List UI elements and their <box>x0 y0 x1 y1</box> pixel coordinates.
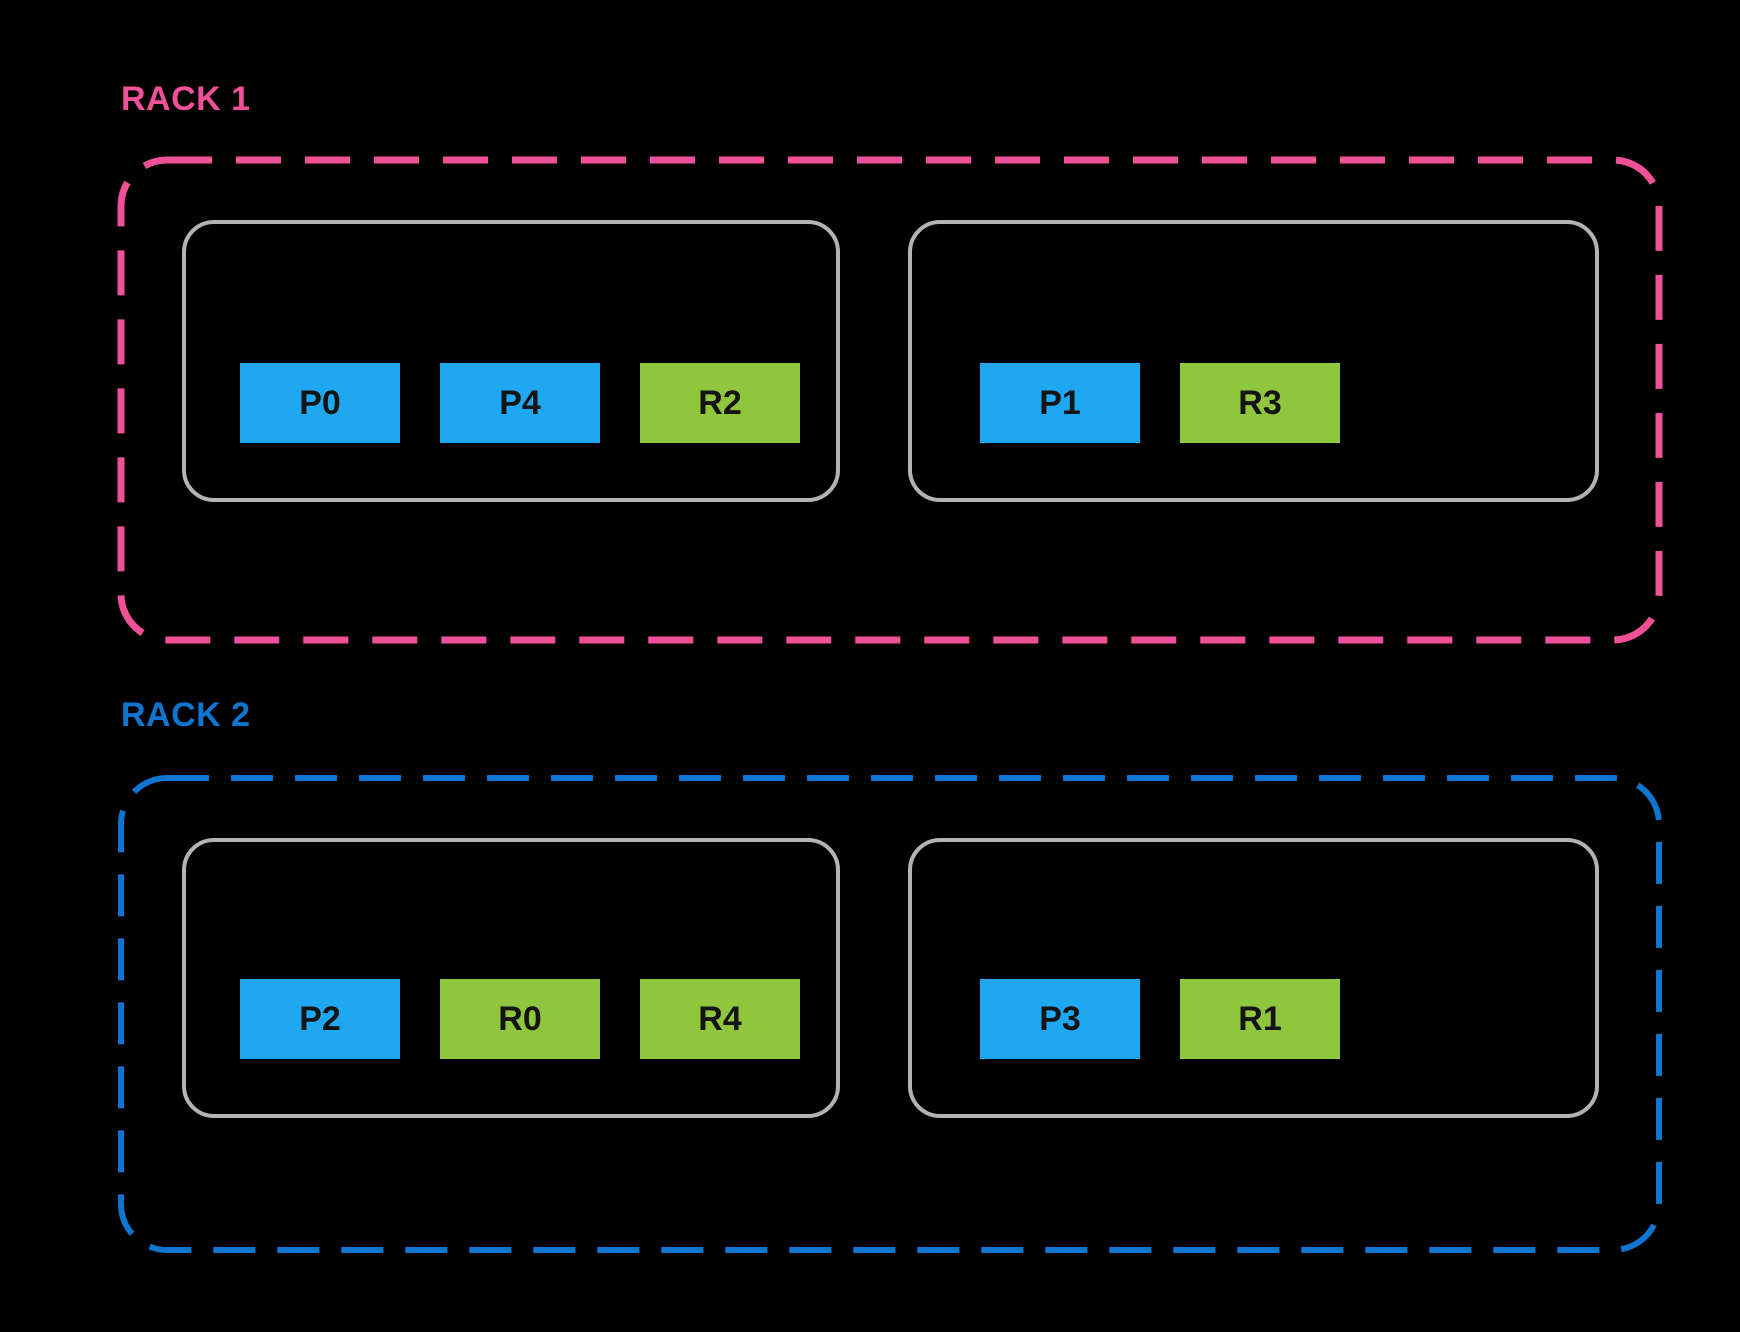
shard-p1: P1 <box>980 363 1140 443</box>
rack2-host-2 <box>908 838 1599 1118</box>
rack1-host-1 <box>182 220 840 502</box>
rack1-label: RACK 1 <box>121 80 251 118</box>
shard-p3: P3 <box>980 979 1140 1059</box>
shard-r1: R1 <box>1180 979 1340 1059</box>
rack2-host-1 <box>182 838 840 1118</box>
rack1-host-2 <box>908 220 1599 502</box>
shard-r3: R3 <box>1180 363 1340 443</box>
rack1-boundary-outline <box>117 156 1663 644</box>
rack2-boundary-outline <box>118 775 1662 1253</box>
shard-p2: P2 <box>240 979 400 1059</box>
shard-r4: R4 <box>640 979 800 1059</box>
shard-r0: R0 <box>440 979 600 1059</box>
shard-r2: R2 <box>640 363 800 443</box>
shard-p0: P0 <box>240 363 400 443</box>
rack2-label: RACK 2 <box>121 696 251 734</box>
shard-p4: P4 <box>440 363 600 443</box>
